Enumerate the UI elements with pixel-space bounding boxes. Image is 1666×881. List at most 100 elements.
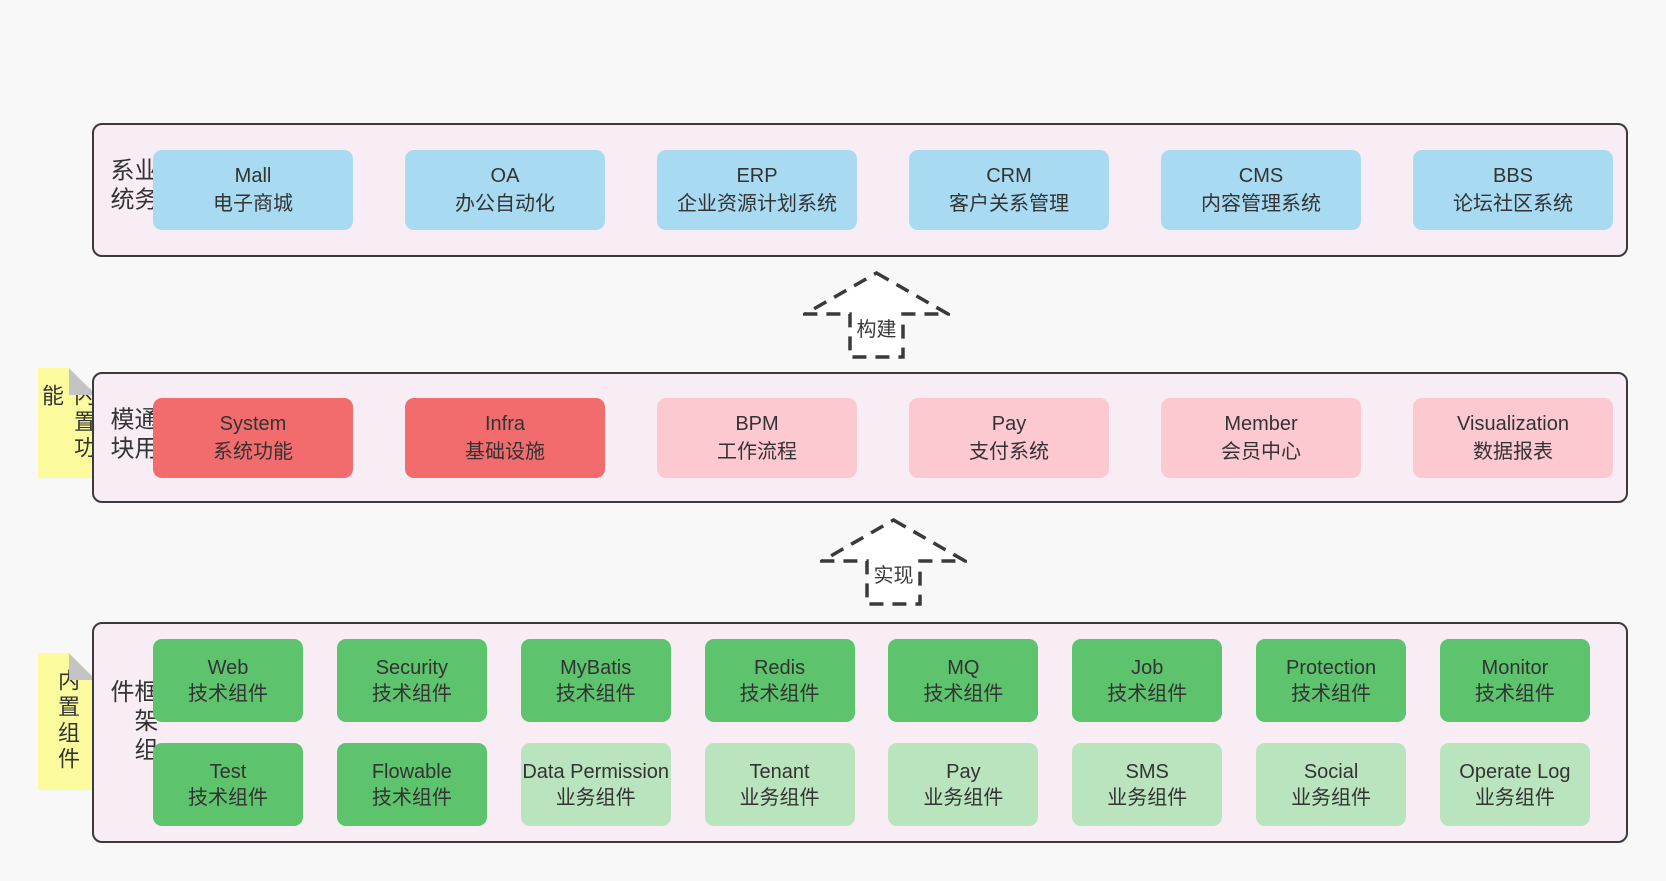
box-subtitle: 客户关系管理 <box>949 193 1069 215</box>
box-subtitle: 业务组件 <box>1107 786 1188 809</box>
box-title: Test <box>209 760 247 783</box>
implement-arrow: 实现 <box>820 517 967 607</box>
box-title: MQ <box>947 656 980 679</box>
box-subtitle: 内容管理系统 <box>1201 193 1321 215</box>
arrow-label: 实现 <box>870 559 917 588</box>
box-subtitle: 会员中心 <box>1221 440 1301 463</box>
box-title: Job <box>1131 656 1164 679</box>
box-bpm: BPM 工作流程 <box>657 397 857 478</box>
box-title: Infra <box>484 412 526 435</box>
box-subtitle: 业务组件 <box>739 786 820 809</box>
box-subtitle: 技术组件 <box>1474 682 1555 705</box>
band-label: 框架组件 <box>106 678 157 766</box>
box-visualization: Visualization 数据报表 <box>1413 397 1613 478</box>
box-infra: Infra 基础设施 <box>405 397 605 478</box>
box-tenant: Tenant 业务组件 <box>704 743 855 826</box>
box-title: BBS <box>1492 165 1534 187</box>
box-subtitle: 数据报表 <box>1473 440 1553 463</box>
box-subtitle: 技术组件 <box>371 786 452 809</box>
band-label: 通用模块 <box>106 405 157 464</box>
box-oa: OA 办公自动化 <box>405 150 605 230</box>
box-title: Flowable <box>371 760 452 783</box>
box-mq: MQ 技术组件 <box>888 639 1039 722</box>
box-redis: Redis 技术组件 <box>704 639 855 722</box>
box-title: ERP <box>736 165 778 187</box>
box-title: Protection <box>1286 656 1377 679</box>
layer-common-modules: 通用模块 System 系统功能 Infra 基础设施 BPM 工作流程 Pay… <box>92 372 1628 503</box>
box-title: OA <box>490 165 520 187</box>
box-protection: Protection 技术组件 <box>1256 639 1407 722</box>
box-social: Social 业务组件 <box>1256 743 1407 826</box>
box-title: Pay <box>991 412 1027 435</box>
box-subtitle: 业务组件 <box>1474 786 1555 809</box>
layer-framework-components: 框架组件 Web 技术组件 Security 技术组件 MyBatis 技术组件… <box>92 622 1628 843</box>
box-pay: Pay 支付系统 <box>909 397 1109 478</box>
box-subtitle: 业务组件 <box>1291 786 1372 809</box>
box-mall: Mall 电子商城 <box>153 150 353 230</box>
box-subtitle: 技术组件 <box>923 682 1004 705</box>
box-monitor: Monitor 技术组件 <box>1439 639 1590 722</box>
box-title: Social <box>1303 760 1359 783</box>
box-subtitle: 办公自动化 <box>455 193 555 215</box>
box-subtitle: 技术组件 <box>1107 682 1188 705</box>
box-subtitle: 技术组件 <box>371 682 452 705</box>
box-title: Pay <box>946 760 981 783</box>
box-sms: SMS 业务组件 <box>1072 743 1223 826</box>
box-subtitle: 企业资源计划系统 <box>677 193 837 215</box>
box-web: Web 技术组件 <box>153 639 303 722</box>
box-subtitle: 基础设施 <box>465 440 545 463</box>
box-subtitle: 技术组件 <box>555 682 636 705</box>
component-row-1: Web 技术组件 Security 技术组件 MyBatis 技术组件 Redi… <box>153 639 1590 722</box>
component-row-2: Test 技术组件 Flowable 技术组件 Data Permission … <box>153 743 1590 826</box>
box-title: Mall <box>234 165 272 187</box>
box-system: System 系统功能 <box>153 397 353 478</box>
box-test: Test 技术组件 <box>153 743 303 826</box>
box-title: Data Permission <box>522 760 670 783</box>
band-content: System 系统功能 Infra 基础设施 BPM 工作流程 Pay 支付系统… <box>153 374 1613 501</box>
box-data-permission: Data Permission 业务组件 <box>520 743 671 826</box>
sticky-note-label: 内置组件 <box>55 669 80 773</box>
box-subtitle: 技术组件 <box>188 682 268 705</box>
band-label: 业务系统 <box>106 157 157 216</box>
box-erp: ERP 企业资源计划系统 <box>657 150 857 230</box>
box-title: SMS <box>1125 760 1169 783</box>
box-subtitle: 技术组件 <box>1291 682 1372 705</box>
box-subtitle: 系统功能 <box>213 440 293 463</box>
layer-business-systems: 业务系统 Mall 电子商城 OA 办公自动化 ERP 企业资源计划系统 CRM… <box>92 123 1628 257</box>
box-title: BPM <box>735 412 779 435</box>
box-subtitle: 支付系统 <box>969 440 1049 463</box>
box-subtitle: 业务组件 <box>923 786 1004 809</box>
box-title: Security <box>375 656 448 679</box>
band-content: Mall 电子商城 OA 办公自动化 ERP 企业资源计划系统 CRM 客户关系… <box>153 125 1613 255</box>
arrow-label: 构建 <box>853 313 900 342</box>
box-security: Security 技术组件 <box>336 639 487 722</box>
box-crm: CRM 客户关系管理 <box>909 150 1109 230</box>
build-arrow: 构建 <box>803 271 950 359</box>
box-operate-log: Operate Log 业务组件 <box>1439 743 1590 826</box>
box-title: Web <box>207 656 249 679</box>
box-subtitle: 电子商城 <box>213 193 293 215</box>
box-member: Member 会员中心 <box>1161 397 1361 478</box>
box-title: System <box>219 412 287 435</box>
box-title: CMS <box>1238 165 1284 187</box>
box-job: Job 技术组件 <box>1072 639 1223 722</box>
box-subtitle: 论坛社区系统 <box>1453 193 1573 215</box>
band-content: Web 技术组件 Security 技术组件 MyBatis 技术组件 Redi… <box>153 624 1590 841</box>
box-title: Monitor <box>1481 656 1549 679</box>
box-flowable: Flowable 技术组件 <box>336 743 487 826</box>
box-subtitle: 业务组件 <box>555 786 636 809</box>
box-title: Visualization <box>1457 412 1569 435</box>
box-bbs: BBS 论坛社区系统 <box>1413 150 1613 230</box>
box-title: Operate Log <box>1459 760 1571 783</box>
box-cms: CMS 内容管理系统 <box>1161 150 1361 230</box>
box-pay-business: Pay 业务组件 <box>888 743 1039 826</box>
box-subtitle: 技术组件 <box>739 682 820 705</box>
sticky-note-built-in-components: 内置组件 <box>38 653 96 790</box>
sticky-note-built-in-features: 内置功能 <box>38 368 96 478</box>
box-subtitle: 工作流程 <box>717 440 797 463</box>
box-title: Tenant <box>749 760 810 783</box>
box-subtitle: 技术组件 <box>188 786 268 809</box>
box-mybatis: MyBatis 技术组件 <box>520 639 671 722</box>
box-title: CRM <box>986 165 1032 187</box>
